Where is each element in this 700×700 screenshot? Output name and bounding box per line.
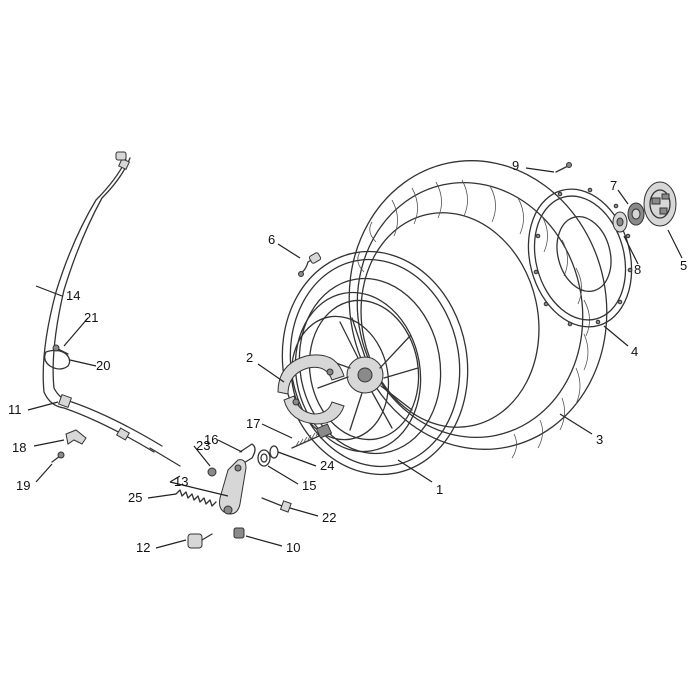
nut-7 xyxy=(627,202,645,226)
spring-25 xyxy=(175,489,217,507)
callout-12: 12 xyxy=(136,540,150,555)
bearing-8 xyxy=(612,211,628,233)
hub-cap-5 xyxy=(643,181,677,227)
bolt-22 xyxy=(261,497,292,513)
callout-23: 23 xyxy=(196,438,210,453)
valve-6 xyxy=(298,252,322,277)
callout-16: 16 xyxy=(204,432,218,447)
brake-lever-13 xyxy=(219,459,247,515)
wear-indicator-16 xyxy=(239,443,256,465)
washer-24 xyxy=(269,445,279,459)
screw-21 xyxy=(52,344,69,355)
leader-lines xyxy=(27,167,683,549)
callout-18: 18 xyxy=(12,440,26,455)
callout-5: 5 xyxy=(680,258,687,273)
callout-17: 17 xyxy=(246,416,260,431)
callout-2: 2 xyxy=(246,350,253,365)
callout-20: 20 xyxy=(96,358,110,373)
callout-9: 9 xyxy=(512,158,519,173)
brake-cable-14 xyxy=(42,151,181,467)
nut-23 xyxy=(207,467,217,477)
callout-8: 8 xyxy=(634,262,641,277)
bracket-18 xyxy=(65,429,87,445)
callout-13: 13 xyxy=(174,474,188,489)
tyre xyxy=(348,160,608,459)
brake-shoe xyxy=(277,354,345,425)
callout-6: 6 xyxy=(268,232,275,247)
callout-7: 7 xyxy=(610,178,617,193)
callout-22: 22 xyxy=(322,510,336,525)
wheel-rim xyxy=(281,250,469,476)
cam-shaft-17 xyxy=(291,423,333,449)
screw-19 xyxy=(51,451,65,463)
callout-25: 25 xyxy=(128,490,142,505)
callout-3: 3 xyxy=(596,432,603,447)
callout-14: 14 xyxy=(66,288,80,303)
clip-20 xyxy=(44,349,71,370)
screw-9 xyxy=(555,162,572,173)
callout-15: 15 xyxy=(302,478,316,493)
callout-11: 11 xyxy=(8,402,22,417)
callout-19: 19 xyxy=(16,478,30,493)
callout-labels: 1 2 3 4 5 6 7 8 9 10 11 12 13 14 15 16 1… xyxy=(8,158,687,555)
ring-15 xyxy=(257,449,271,467)
pin-10 xyxy=(233,527,245,539)
callout-10: 10 xyxy=(286,540,300,555)
callout-1: 1 xyxy=(436,482,443,497)
callout-24: 24 xyxy=(320,458,334,473)
callout-4: 4 xyxy=(631,344,638,359)
adjuster-12 xyxy=(187,533,213,549)
callout-21: 21 xyxy=(84,310,98,325)
